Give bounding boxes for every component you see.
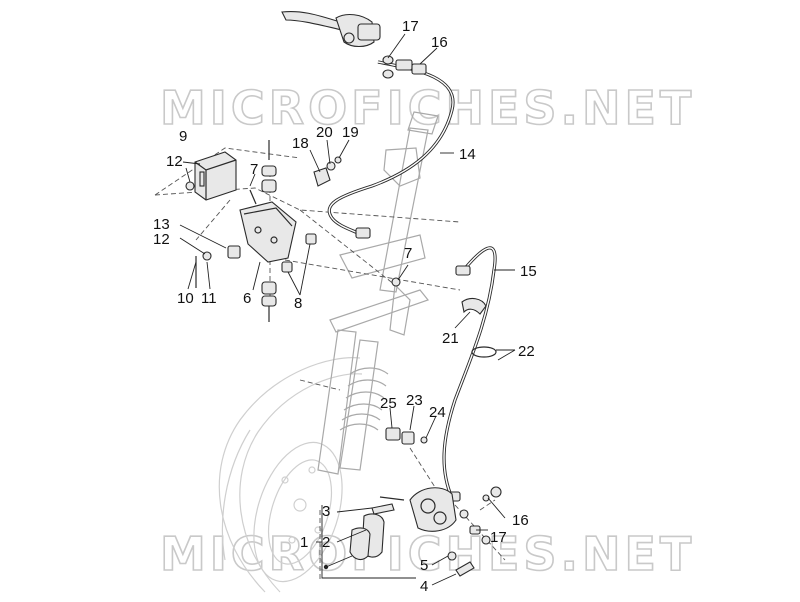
caliper-bolts bbox=[447, 486, 502, 577]
callout-14: 14 bbox=[459, 146, 476, 163]
brake-caliper bbox=[379, 487, 457, 532]
hose-clamp-21 bbox=[461, 297, 487, 315]
callout-12-mid: 12 bbox=[153, 231, 170, 248]
callout-4: 4 bbox=[420, 578, 428, 595]
callout-7-right: 7 bbox=[404, 245, 412, 262]
hose-clips-lower bbox=[385, 427, 428, 445]
brake-lever-master-cylinder bbox=[281, 10, 381, 48]
callout-labels: 17 16 9 12 7 18 20 19 14 13 12 7 15 10 1… bbox=[153, 18, 537, 595]
callout-6: 6 bbox=[243, 290, 251, 307]
callout-18: 18 bbox=[292, 135, 309, 152]
upper-brake-hose bbox=[327, 59, 455, 239]
abs-bracket bbox=[227, 201, 297, 263]
grommet-22 bbox=[471, 346, 497, 358]
callout-10: 10 bbox=[177, 290, 194, 307]
lower-brake-hose bbox=[442, 246, 497, 502]
callout-2: 2 bbox=[322, 534, 330, 551]
brake-pads bbox=[349, 503, 395, 561]
callout-11: 11 bbox=[201, 290, 217, 307]
callout-19: 19 bbox=[342, 124, 359, 141]
callout-16-top: 16 bbox=[431, 34, 448, 51]
sensor-clips-top bbox=[313, 156, 342, 187]
callout-24: 24 bbox=[429, 404, 446, 421]
callout-22: 22 bbox=[518, 343, 535, 360]
callout-20: 20 bbox=[316, 124, 333, 141]
front-fork-ghost bbox=[317, 283, 429, 475]
callout-23: 23 bbox=[406, 392, 423, 409]
watermark-top: MICROFICHES.NET bbox=[160, 81, 695, 135]
abs-control-unit bbox=[185, 151, 237, 201]
callout-17-bottom: 17 bbox=[490, 529, 507, 546]
callout-8: 8 bbox=[294, 295, 302, 312]
callout-9: 9 bbox=[179, 128, 187, 145]
top-banjo-bolt-washers bbox=[382, 55, 427, 79]
callout-16-bottom: 16 bbox=[512, 512, 529, 529]
callout-3: 3 bbox=[322, 503, 330, 520]
callout-21: 21 bbox=[442, 330, 459, 347]
callout-13: 13 bbox=[153, 216, 170, 233]
callout-12-top: 12 bbox=[166, 153, 183, 170]
callout-7-left: 7 bbox=[250, 161, 258, 178]
leader-lines bbox=[179, 33, 516, 586]
callout-5: 5 bbox=[420, 557, 428, 574]
rubber-mounts bbox=[195, 140, 277, 322]
callout-17-top: 17 bbox=[402, 18, 419, 35]
steering-column-ghost bbox=[339, 111, 439, 293]
callout-15: 15 bbox=[520, 263, 537, 280]
front-wheel-ghost bbox=[218, 357, 363, 593]
callout-25: 25 bbox=[380, 395, 397, 412]
hose-clips-8 bbox=[281, 233, 317, 273]
callout-1: 1 bbox=[300, 534, 308, 551]
